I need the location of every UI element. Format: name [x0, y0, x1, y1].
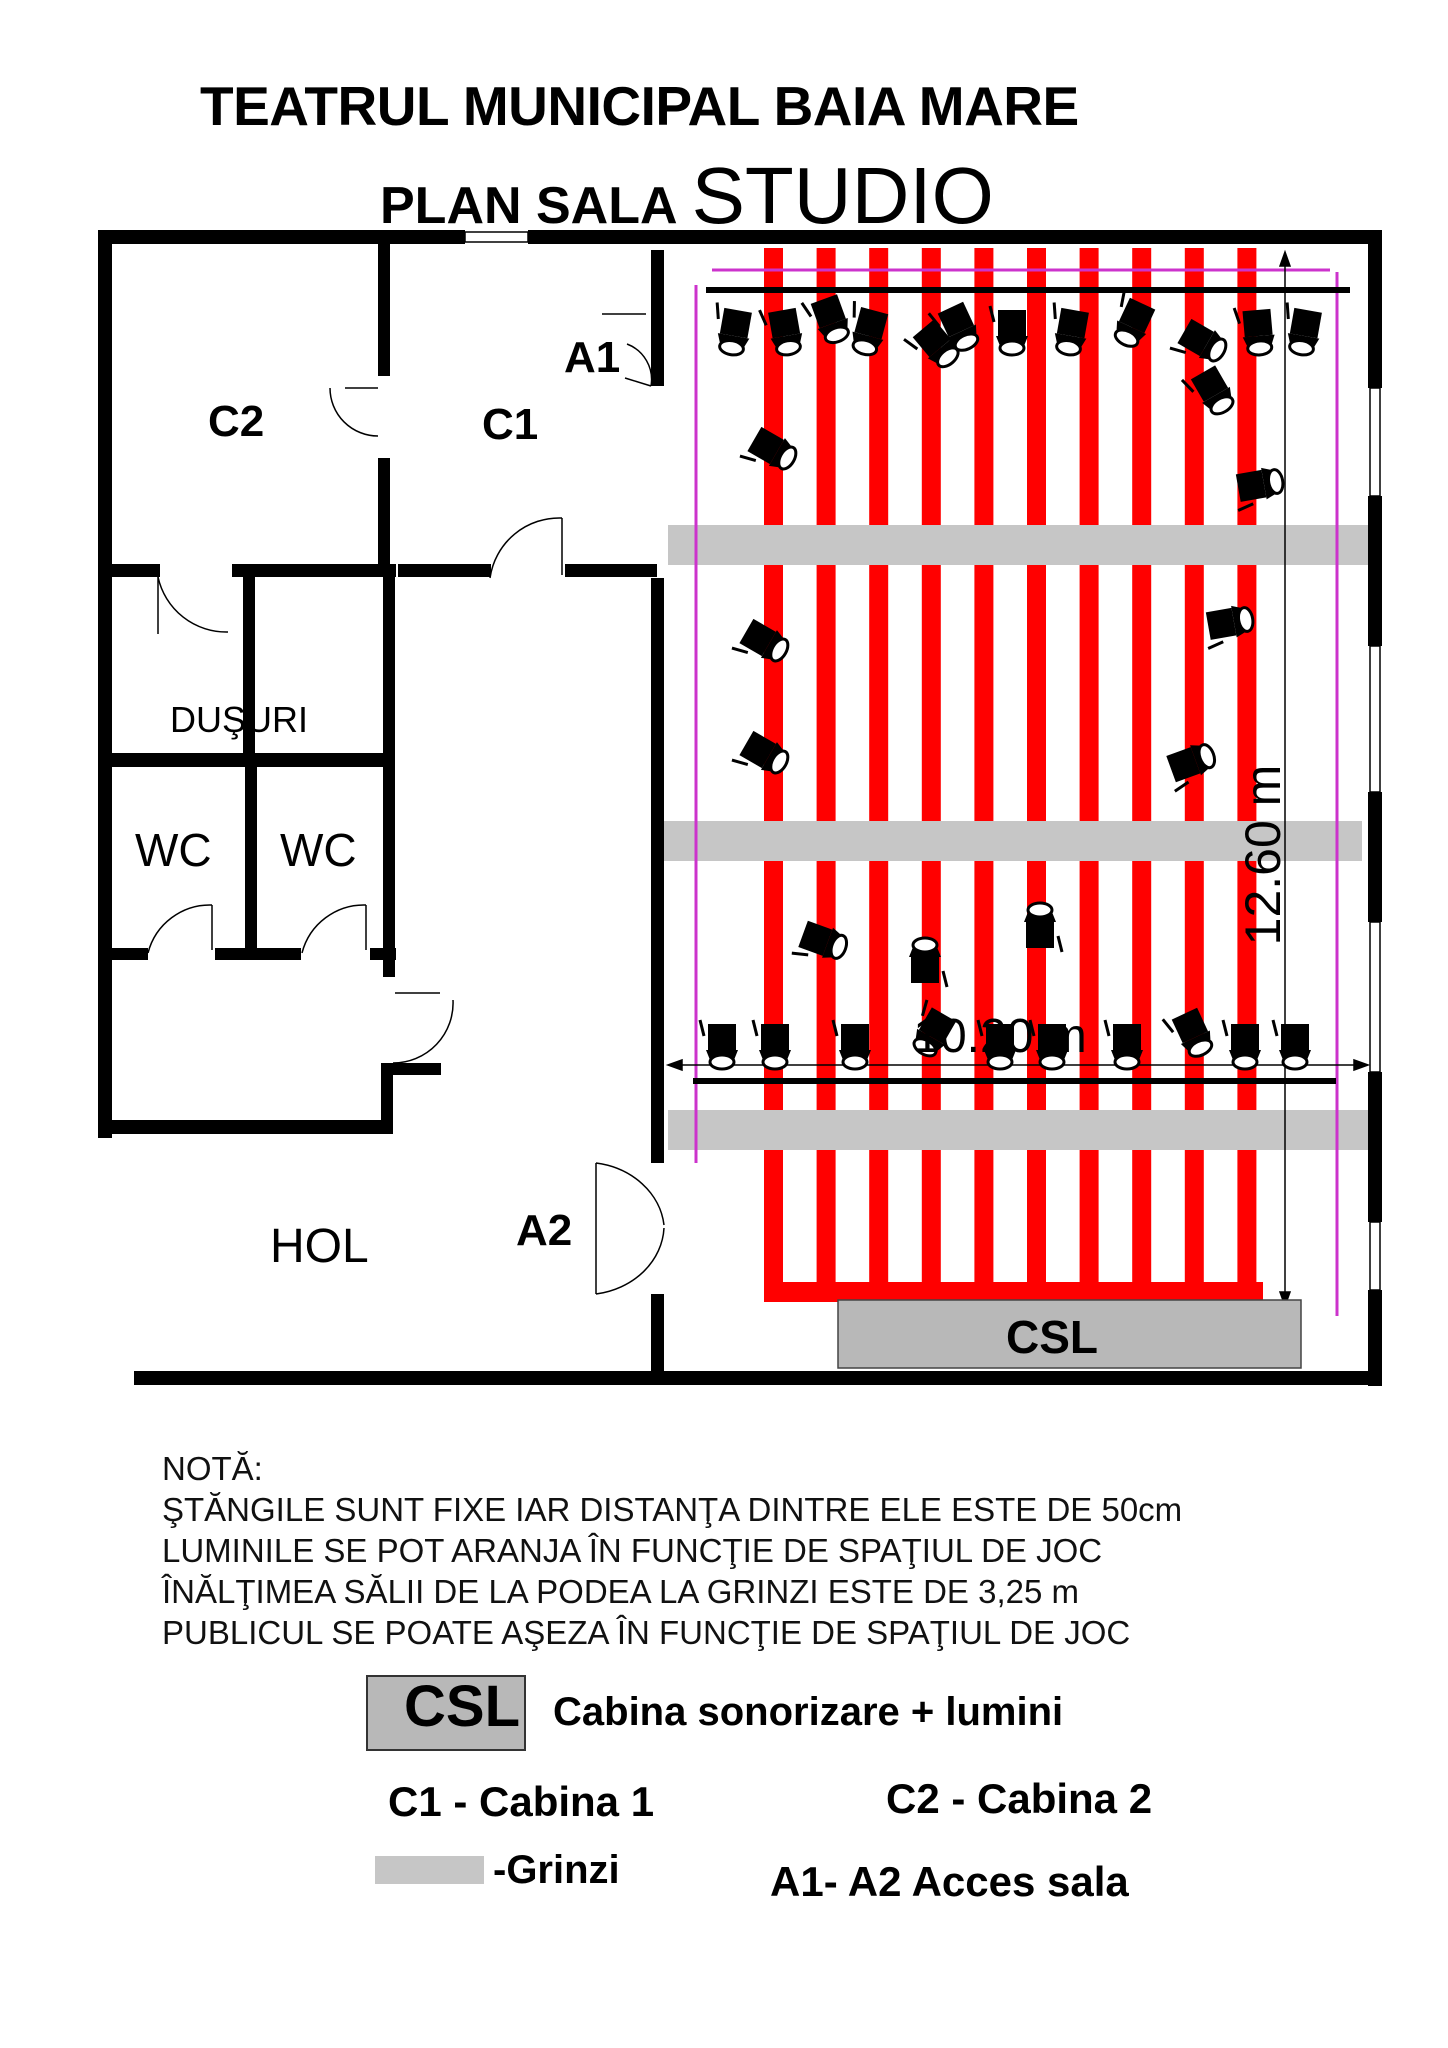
- door-swings: [147, 313, 665, 1295]
- pipe-3: [869, 248, 889, 1292]
- room-c1: C1: [482, 400, 538, 449]
- spotlight-icon: [1180, 365, 1235, 416]
- spotlight-icon: [1161, 1007, 1214, 1058]
- spotlights: [698, 290, 1322, 1071]
- spotlight-icon: [1232, 307, 1275, 357]
- spotlight-icon: [831, 1019, 871, 1071]
- spotlight-icon: [927, 301, 980, 352]
- windows: [464, 231, 1381, 1291]
- dimension-width: 10.20 m: [913, 1010, 1086, 1063]
- legend-csl-desc: Cabina sonorizare + lumini: [553, 1690, 1064, 1734]
- pipe-base: [764, 1282, 1263, 1302]
- dimension-depth: 12.60 m: [1235, 765, 1291, 946]
- notes-line-3: ÎNĂLŢIMEA SĂLII DE LA PODEA LA GRINZI ES…: [162, 1573, 1079, 1610]
- legend-grinzi: -Grinzi: [493, 1848, 620, 1892]
- legend-csl-swatch: [366, 1675, 526, 1751]
- spotlight-icon: [1235, 467, 1285, 512]
- spotlight-icon: [1166, 743, 1217, 793]
- beam-3: [668, 1110, 1368, 1150]
- spotlight-icon: [851, 301, 889, 357]
- pipe-2: [816, 248, 836, 1292]
- csl-booth: [837, 1299, 1302, 1369]
- legend-acces: A1- A2 Acces sala: [770, 1858, 1129, 1905]
- subtitle-plan-sala: PLAN SALA: [380, 177, 678, 235]
- spotlight-icon: [1028, 1019, 1068, 1071]
- room-c2: C2: [208, 397, 264, 446]
- spotlight-icon: [715, 302, 752, 357]
- notes-line-1: ŞTĂNGILE SUNT FIXE IAR DISTANŢA DINTRE E…: [162, 1491, 1183, 1528]
- spotlight-icon: [1169, 318, 1228, 363]
- floor-plan: CSL: [98, 230, 1382, 1386]
- legend-grinzi-swatch: [375, 1856, 484, 1884]
- notes-block: NOTĂ: ŞTĂNGILE SUNT FIXE IAR DISTANŢA DI…: [162, 1448, 1182, 1653]
- spotlight-icon: [698, 1019, 738, 1071]
- room-dusuri: DUŞURI: [170, 699, 308, 740]
- room-labels: C2 C1 A1 A2: [208, 333, 620, 1255]
- spotlight-icon: [1221, 1019, 1261, 1071]
- room-labels-light: DUŞURI WC WC HOL: [135, 699, 369, 1273]
- plan-title: TEATRUL MUNICIPAL BAIA MARE: [200, 75, 1079, 137]
- door-a2: A2: [516, 1206, 572, 1255]
- spotlight-icon: [1205, 605, 1255, 650]
- door-a1: A1: [564, 333, 620, 382]
- spotlight-icon: [751, 1019, 791, 1071]
- spotlight-icon: [912, 999, 957, 1058]
- spotlight-icon: [731, 730, 790, 775]
- csl-label: CSL: [1006, 1311, 1098, 1363]
- room-wc-right: WC: [280, 824, 357, 876]
- spotlight-icon: [739, 426, 798, 471]
- legend-c1: C1 - Cabina 1: [388, 1778, 655, 1825]
- spotlight-icon: [988, 305, 1028, 357]
- spotlight-icon: [909, 936, 949, 988]
- spotlight-icon: [1113, 290, 1156, 348]
- spotlight-icon: [1052, 302, 1089, 357]
- notes-heading: NOTĂ:: [162, 1450, 263, 1487]
- curtain-tracks: [694, 268, 1339, 1316]
- subtitle-studio: STUDIO: [691, 151, 994, 240]
- notes-line-2: LUMINILE SE POT ARANJA ÎN FUNCŢIE DE SPA…: [162, 1532, 1103, 1569]
- beam-1: [668, 525, 1368, 565]
- spotlight-icon: [791, 920, 849, 960]
- spotlight-icon: [800, 294, 850, 345]
- spotlight-icon: [1271, 1019, 1311, 1071]
- spotlight-icon: [758, 307, 803, 357]
- spotlight-icon: [976, 1019, 1016, 1071]
- spotlight-icon: [1024, 901, 1064, 953]
- room-hol: HOL: [270, 1220, 369, 1273]
- walls: [98, 230, 1382, 1386]
- spotlight-icon: [1103, 1019, 1143, 1071]
- spotlight-icon: [1285, 302, 1322, 357]
- room-wc-left: WC: [135, 824, 212, 876]
- notes-line-4: PUBLICUL SE POATE AŞEZA ÎN FUNCŢIE DE SP…: [162, 1614, 1131, 1651]
- legend-c2: C2 - Cabina 2: [886, 1775, 1153, 1822]
- pipe-7: [1079, 248, 1099, 1292]
- spotlight-icon: [731, 618, 790, 663]
- legend-csl-abbr: CSL: [404, 1674, 520, 1739]
- beam-2: [662, 821, 1362, 861]
